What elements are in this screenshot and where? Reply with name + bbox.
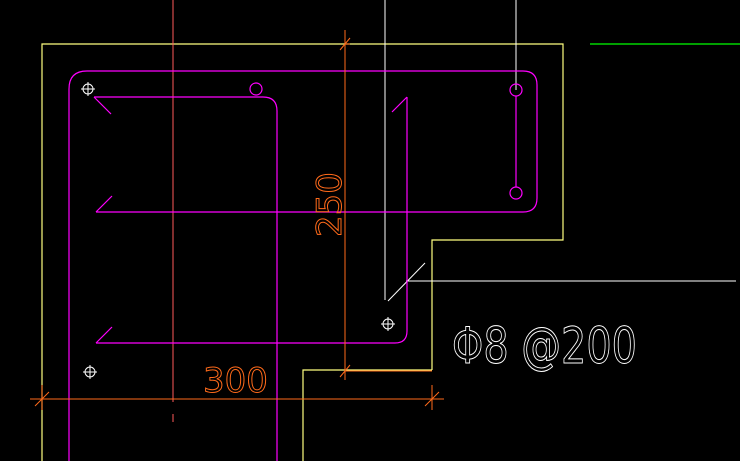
bar-marker-top-left: [81, 82, 95, 96]
hook-low-left: [95, 326, 113, 344]
bar-circle-mid-right: [509, 186, 523, 200]
inner-stirrup: [94, 96, 278, 461]
bar-marker-bottom-left: [83, 365, 97, 379]
bar-marker-bottom-right: [381, 317, 395, 331]
hook-top-left: [93, 96, 112, 115]
bar-circle-top-right: [509, 83, 523, 97]
hook-mid-left: [95, 195, 113, 213]
dim-v-tick-top: [339, 37, 351, 51]
leader-lines: [384, 0, 736, 302]
dim-h-tick-right: [424, 391, 440, 407]
dim-h-tick-left: [34, 391, 50, 407]
concrete-outline: [41, 43, 564, 461]
hook-right-inner: [391, 96, 408, 113]
rebar-group: [68, 70, 538, 461]
outer-stirrup-left: [68, 70, 88, 461]
dim-label-vertical: 250: [310, 172, 350, 237]
outline-main: [41, 43, 564, 461]
dim-v-tick-bottom: [339, 364, 351, 378]
rebar-annotation: Φ8 @200: [452, 317, 637, 375]
dimension-vertical: [339, 30, 432, 380]
outline-step: [302, 369, 432, 461]
outer-stirrup: [87, 70, 538, 213]
lower-stirrup: [96, 97, 408, 344]
dim-label-horizontal: 300: [203, 361, 268, 401]
bar-markers: [81, 82, 395, 379]
dimension-horizontal: [30, 385, 444, 410]
bar-circle-top-center: [249, 82, 263, 96]
